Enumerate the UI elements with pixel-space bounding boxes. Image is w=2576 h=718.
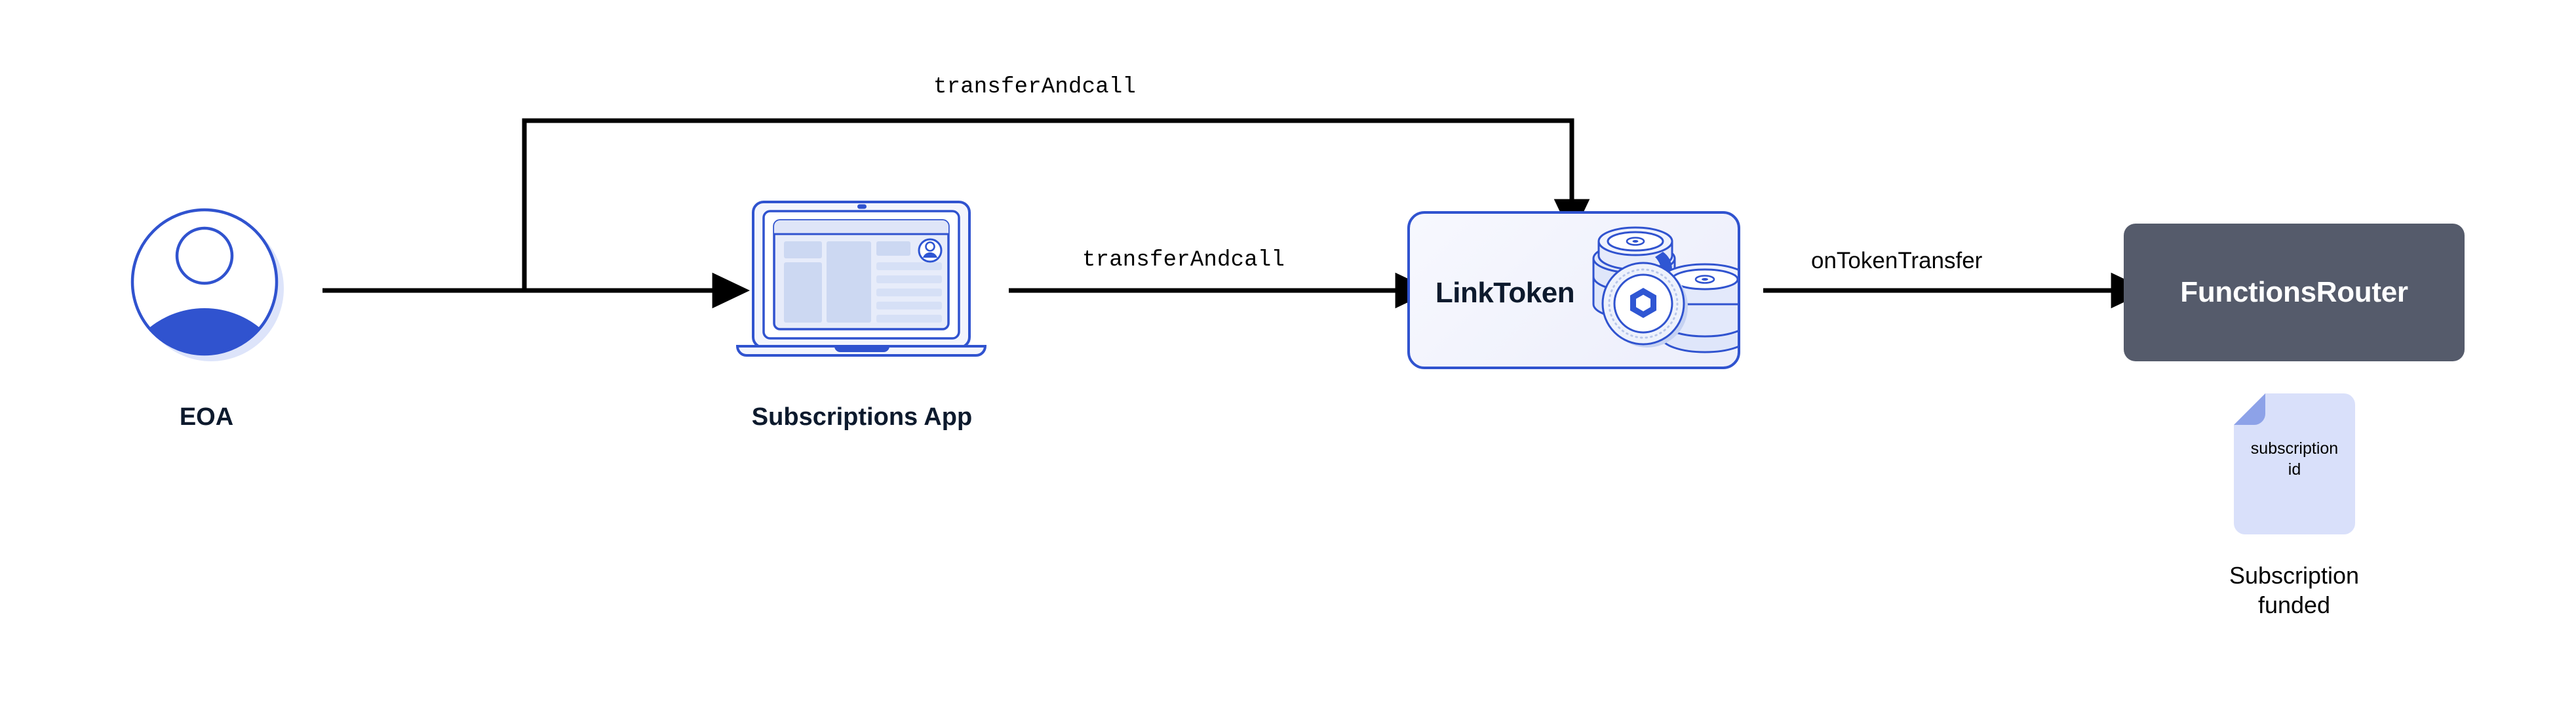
edge-label-transferandcall-app: transferAndcall (1082, 248, 1285, 273)
link-coins-icon (1592, 226, 1738, 353)
node-subscription-document[interactable]: subscription id (2234, 393, 2355, 534)
edge-label-transferandcall-top: transferAndcall (933, 75, 1137, 100)
subscription-id-text: subscription id (2234, 438, 2355, 480)
screen-avatar-icon (918, 238, 943, 263)
subscription-funded-line2: funded (2257, 591, 2331, 619)
node-label-subscription-funded: Subscription funded (2134, 561, 2455, 620)
user-avatar-icon (130, 208, 284, 361)
subscription-funded-line1: Subscription (2229, 562, 2360, 589)
node-label-eoa: EOA (179, 403, 234, 431)
node-functionsrouter[interactable]: FunctionsRouter (2124, 224, 2465, 361)
node-label-functionsrouter: FunctionsRouter (2180, 276, 2408, 308)
subscription-id-line2: id (2288, 460, 2301, 479)
node-subscriptions-app[interactable] (724, 190, 1000, 361)
edge-label-ontokentransfer: onTokenTransfer (1811, 248, 1983, 273)
node-label-subscriptions-app: Subscriptions App (751, 403, 973, 431)
node-eoa[interactable] (111, 197, 302, 367)
laptop-icon (735, 201, 987, 357)
document-icon (2234, 393, 2355, 534)
chainlink-hex-icon (1601, 262, 1688, 348)
node-linktoken[interactable]: LinkToken (1407, 211, 1740, 369)
subscription-id-line1: subscription (2250, 439, 2339, 458)
node-label-linktoken: LinkToken (1435, 277, 1575, 309)
